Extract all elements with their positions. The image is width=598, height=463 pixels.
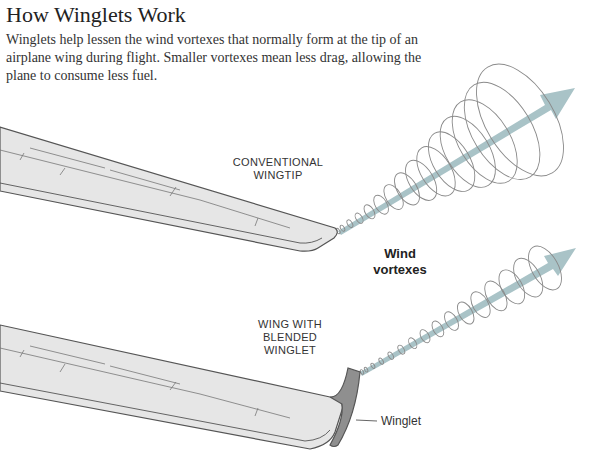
vortex-ring [346,219,354,229]
vortex-ring [380,181,407,212]
diagram-title: How Winglets Work [6,2,506,28]
part-label: WING WITH BLENDED WINGLET [240,318,340,357]
part-label: CONVENTIONAL WINGTIP [222,156,334,182]
vortex-ring [429,107,507,197]
vortex-ring [364,367,369,373]
vortex-ring [371,193,392,217]
leader-line [356,420,377,421]
part-label: Winglet [381,414,461,428]
vortex-ring [389,169,424,210]
vortex-label: Wind vortexes [365,246,435,278]
vortex-ring [439,89,531,195]
vortex-ring [418,328,432,344]
blended-winglet-wing [0,325,360,449]
vortex-ring [339,224,346,232]
vortex-ring [399,155,443,206]
vortex-ring [522,241,569,296]
vortex-ring [449,69,556,192]
vortex-ring [419,124,485,199]
vortex-ring [459,49,582,190]
vortex-ring [454,299,477,327]
vortex-ring [467,289,494,321]
vortex-ring [387,351,395,360]
winglet [330,368,360,447]
vortex-ring [370,362,376,369]
vortex-ring [407,336,419,350]
vortex-ring [480,277,512,314]
diagram-caption: Winglets help lessen the wind vortexes t… [6,31,451,85]
conventional-wing [0,127,337,251]
vortex-ring [397,344,407,355]
vortex-ring [378,357,384,365]
vortex-ring [508,253,549,301]
vortex-ring [430,319,447,339]
vortex-ring [353,212,364,225]
vortex-ring [494,266,530,309]
